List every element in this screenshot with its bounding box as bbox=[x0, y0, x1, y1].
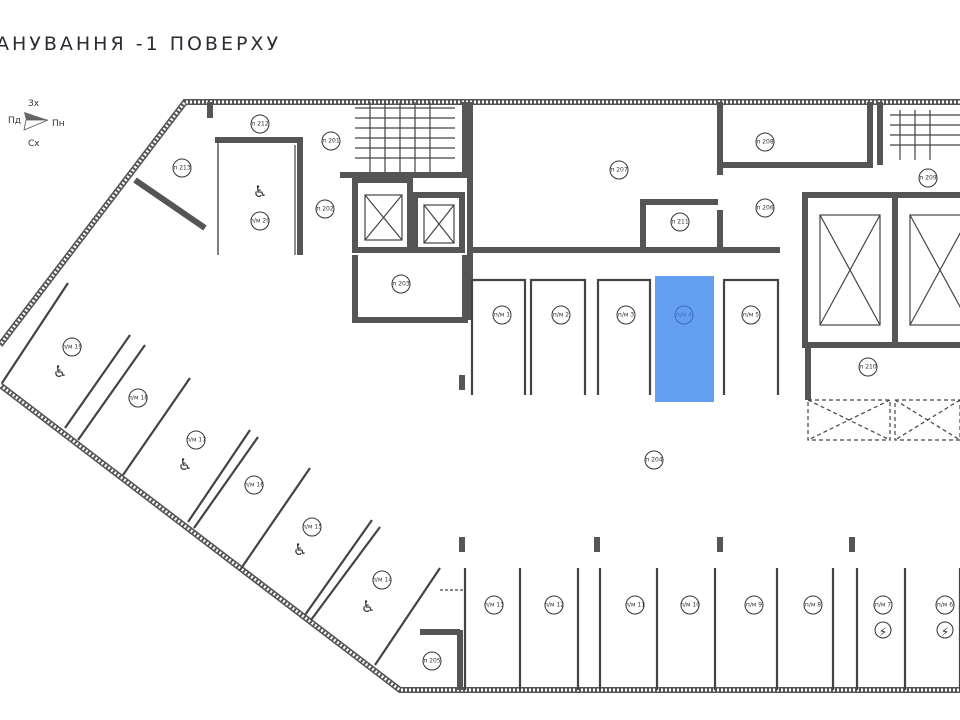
svg-text:п 210: п 210 bbox=[859, 364, 876, 371]
parking-label-selected[interactable]: п/м 4 bbox=[674, 305, 694, 325]
parking-label[interactable]: п/м 17 bbox=[186, 430, 206, 450]
compass-west: Пд bbox=[8, 116, 21, 126]
svg-text:п/м 16: п/м 16 bbox=[244, 482, 264, 489]
svg-text:п 208: п 208 bbox=[756, 139, 773, 146]
svg-text:п/м 4: п/м 4 bbox=[676, 312, 692, 319]
outer-walls bbox=[0, 99, 960, 693]
parking-label[interactable]: п/м 16 bbox=[244, 475, 264, 495]
svg-text:п/м 10: п/м 10 bbox=[680, 602, 700, 609]
svg-text:п/м 11: п/м 11 bbox=[625, 602, 645, 609]
parking-label[interactable]: п/м 5 bbox=[741, 305, 761, 325]
room-label[interactable]: п 205 bbox=[422, 651, 442, 671]
room-label[interactable]: п 201 bbox=[321, 131, 341, 151]
svg-text:п 205: п 205 bbox=[423, 658, 440, 665]
room-labels: п 212 п 201 п 213 п/м 20 п 202 п 203 п 2… bbox=[172, 114, 938, 671]
parking-label[interactable]: п/м 20 bbox=[250, 211, 270, 231]
svg-text:п/м 9: п/м 9 bbox=[746, 602, 762, 609]
upper-parking-stalls bbox=[470, 278, 780, 395]
room-label[interactable]: п 208 bbox=[755, 132, 775, 152]
room-label[interactable]: п 206 bbox=[755, 198, 775, 218]
wheelchair-icon: ♿ bbox=[253, 182, 267, 201]
svg-text:п/м 3: п/м 3 bbox=[618, 312, 634, 319]
svg-text:п 209: п 209 bbox=[919, 175, 936, 182]
selected-parking-space-highlight[interactable] bbox=[655, 276, 714, 402]
lightning-icon: ⚡ bbox=[936, 621, 954, 639]
svg-text:п 203: п 203 bbox=[392, 281, 409, 288]
svg-text:п 207: п 207 bbox=[610, 167, 627, 174]
room-label[interactable]: п 209 bbox=[918, 168, 938, 188]
room-label[interactable]: п 202 bbox=[315, 199, 335, 219]
svg-text:⚡: ⚡ bbox=[941, 625, 949, 639]
svg-text:п 213: п 213 bbox=[173, 165, 190, 172]
parking-label[interactable]: п/м 6 bbox=[935, 595, 955, 615]
parking-label[interactable]: п/м 13 bbox=[484, 595, 504, 615]
room-label[interactable]: п 203 bbox=[391, 274, 411, 294]
room-label[interactable]: п 212 bbox=[250, 114, 270, 134]
lightning-icon: ⚡ bbox=[874, 621, 892, 639]
svg-text:⚡: ⚡ bbox=[879, 625, 887, 639]
svg-text:п/м 1: п/м 1 bbox=[494, 312, 510, 319]
room-label[interactable]: п 213 bbox=[172, 158, 192, 178]
room-label[interactable]: п 204 bbox=[644, 450, 664, 470]
svg-text:п/м 8: п/м 8 bbox=[805, 602, 821, 609]
plan-title: АНУВАННЯ -1 ПОВЕРХУ bbox=[0, 33, 282, 55]
parking-label[interactable]: п/м 12 bbox=[544, 595, 564, 615]
svg-text:п/м 5: п/м 5 bbox=[743, 312, 759, 319]
compass: Зх Пд Пн Сх bbox=[8, 99, 65, 149]
room-label[interactable]: п 211 bbox=[670, 212, 690, 232]
parking-label[interactable]: п/м 7 bbox=[873, 595, 893, 615]
wheelchair-icon: ♿ bbox=[178, 455, 192, 474]
svg-text:п/м 7: п/м 7 bbox=[875, 602, 891, 609]
svg-text:п/м 6: п/м 6 bbox=[937, 602, 953, 609]
parking-label[interactable]: п/м 10 bbox=[680, 595, 700, 615]
svg-text:п/м 13: п/м 13 bbox=[484, 602, 504, 609]
svg-text:п/м 19: п/м 19 bbox=[62, 344, 82, 351]
parking-label[interactable]: п/м 1 bbox=[492, 305, 512, 325]
svg-text:п 212: п 212 bbox=[251, 121, 268, 128]
wheelchair-icon: ♿ bbox=[361, 597, 375, 616]
slanted-parking-stalls bbox=[1, 282, 441, 666]
svg-text:п/м 18: п/м 18 bbox=[128, 395, 148, 402]
space-icons: ♿ ♿ ♿ ♿ ♿ ⚡ ⚡ bbox=[53, 182, 954, 639]
parking-label[interactable]: п/м 15 bbox=[302, 517, 322, 537]
parking-label[interactable]: п/м 19 bbox=[62, 337, 82, 357]
parking-label[interactable]: п/м 2 bbox=[551, 305, 571, 325]
svg-text:п 211: п 211 bbox=[671, 219, 688, 226]
compass-arrow-icon bbox=[24, 112, 48, 120]
parking-label[interactable]: п/м 9 bbox=[744, 595, 764, 615]
svg-text:п/м 12: п/м 12 bbox=[544, 602, 564, 609]
svg-text:п 206: п 206 bbox=[756, 205, 773, 212]
compass-north: Зх bbox=[28, 99, 40, 109]
parking-labels: п/м 1 п/м 2 п/м 3 п/м 4 п/м 5 п/м 19 п/м… bbox=[62, 305, 955, 615]
wheelchair-icon: ♿ bbox=[293, 540, 307, 559]
wheelchair-icon: ♿ bbox=[53, 362, 67, 381]
svg-text:п 202: п 202 bbox=[316, 206, 333, 213]
parking-label[interactable]: п/м 8 bbox=[803, 595, 823, 615]
parking-label[interactable]: п/м 11 bbox=[625, 595, 645, 615]
lower-parking-stalls bbox=[463, 568, 960, 690]
svg-text:п/м 17: п/м 17 bbox=[186, 437, 206, 444]
room-label[interactable]: п 210 bbox=[858, 357, 878, 377]
parking-label[interactable]: п/м 3 bbox=[616, 305, 636, 325]
interior-walls bbox=[133, 102, 960, 690]
svg-text:п/м 14: п/м 14 bbox=[372, 577, 392, 584]
compass-south: Сх bbox=[28, 139, 40, 149]
svg-text:п 201: п 201 bbox=[322, 138, 339, 145]
compass-east: Пн bbox=[52, 119, 65, 129]
svg-text:п 204: п 204 bbox=[645, 457, 662, 464]
parking-label[interactable]: п/м 14 bbox=[372, 570, 392, 590]
room-label[interactable]: п 207 bbox=[609, 160, 629, 180]
svg-text:п/м 2: п/м 2 bbox=[553, 312, 569, 319]
svg-text:п/м 15: п/м 15 bbox=[302, 524, 322, 531]
parking-label[interactable]: п/м 18 bbox=[128, 388, 148, 408]
svg-text:п/м 20: п/м 20 bbox=[250, 218, 270, 225]
